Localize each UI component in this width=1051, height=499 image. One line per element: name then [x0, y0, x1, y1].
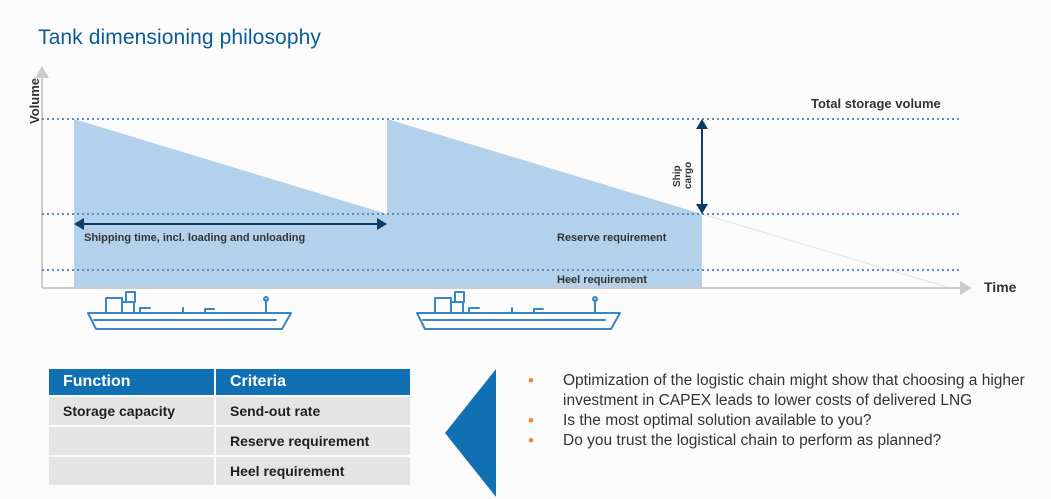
table-header-function: Function	[49, 369, 214, 395]
bullet-dot-icon: •	[528, 411, 534, 430]
table-cell: Storage capacity	[49, 395, 214, 425]
ship-cargo-label-line2: cargo	[683, 162, 694, 189]
ship-cargo-label-line1: Ship	[672, 165, 683, 187]
bullet-text: Do you trust the logistical chain to per…	[563, 432, 942, 449]
continuation-fade-line	[701, 213, 951, 289]
storage-area-cycle-1	[74, 119, 387, 288]
y-axis-arrow	[35, 66, 49, 78]
table-row: Reserve requirement	[49, 425, 410, 455]
bullet-list: • Optimization of the logistic chain migh…	[528, 371, 1048, 451]
ship-cargo-arrow	[696, 119, 708, 214]
table-cell: Send-out rate	[214, 395, 410, 425]
bullet-text: Optimization of the logistic chain might…	[563, 372, 1025, 409]
function-criteria-table: Function Criteria Storage capacity Send-…	[49, 369, 410, 485]
table-header-row: Function Criteria	[49, 369, 410, 395]
lng-ship-icon	[87, 291, 292, 330]
heel-requirement-label: Heel requirement	[557, 274, 647, 286]
list-item: • Is the most optimal solution available …	[528, 411, 1048, 431]
list-item: • Do you trust the logistical chain to pe…	[528, 431, 1048, 451]
table-row: Heel requirement	[49, 455, 410, 485]
x-axis-arrow	[960, 281, 972, 295]
table-row: Storage capacity Send-out rate	[49, 395, 410, 425]
bullet-text: Is the most optimal solution available t…	[563, 412, 872, 429]
bullet-dot-icon: •	[528, 431, 534, 450]
y-axis-label: Volume	[27, 78, 42, 124]
x-axis-label: Time	[984, 279, 1017, 295]
table-cell	[49, 425, 214, 455]
diagram-title: Tank dimensioning philosophy	[38, 26, 321, 49]
table-cell: Heel requirement	[214, 455, 410, 485]
shipping-time-arrow	[74, 218, 387, 230]
bullet-dot-icon: •	[528, 371, 534, 390]
table-cell	[49, 455, 214, 485]
lng-ship-icon	[416, 291, 621, 330]
total-storage-label: Total storage volume	[811, 96, 941, 111]
list-item: • Optimization of the logistic chain migh…	[528, 371, 1048, 411]
reserve-requirement-label: Reserve requirement	[557, 232, 667, 244]
storage-area-cycle-2	[387, 119, 702, 288]
table-header-criteria: Criteria	[214, 369, 410, 395]
pointer-triangle	[445, 369, 496, 497]
table-cell: Reserve requirement	[214, 425, 410, 455]
shipping-time-label: Shipping time, incl. loading and unloadi…	[84, 232, 305, 244]
